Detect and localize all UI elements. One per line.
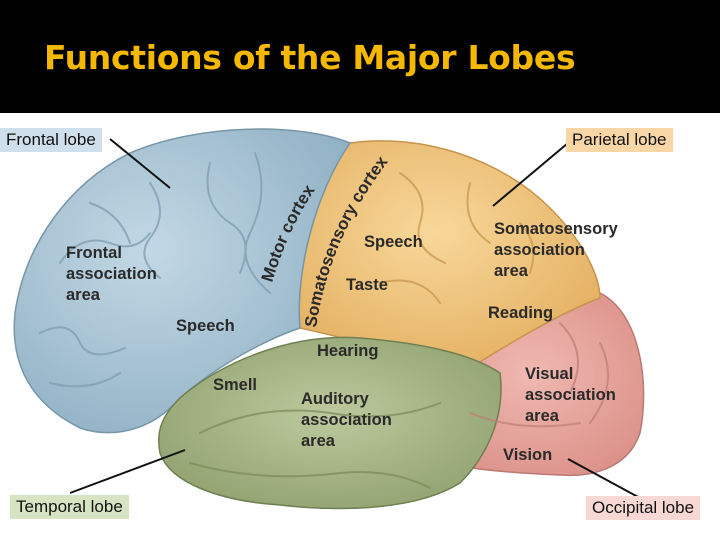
auditory-association-line-3: area <box>301 432 335 450</box>
visual-association-area-label: Visual association area <box>525 364 616 427</box>
smell-label: Smell <box>213 376 258 394</box>
somatosensory-association-line-3: area <box>494 262 528 280</box>
frontal-lobe-label: Frontal lobe <box>0 128 102 152</box>
reading-label: Reading <box>488 304 554 322</box>
frontal-association-area-label: Frontal association area <box>66 243 157 306</box>
pointer-lines <box>69 138 641 499</box>
temporal-lobe <box>158 336 502 510</box>
frontal-association-line-2: association <box>66 265 157 283</box>
frontal-pointer-line <box>109 138 171 189</box>
temporal-pointer-line <box>69 449 186 494</box>
somatosensory-association-area-label: Somatosensory association area <box>494 219 618 282</box>
visual-association-line-2: association <box>525 386 616 404</box>
frontal-lobe <box>13 128 352 434</box>
parietal-lobe-label: Parietal lobe <box>566 128 673 152</box>
brain-illustration: Motor cortex Somatosensory cortex <box>13 128 645 510</box>
brain-diagram: Motor cortex Somatosensory cortex Fronta… <box>0 113 720 540</box>
somatosensory-association-line-2: association <box>494 241 585 259</box>
visual-association-line-1: Visual <box>525 365 574 383</box>
occipital-lobe-label: Occipital lobe <box>586 496 701 520</box>
slide-header: Functions of the Major Lobes <box>0 0 720 113</box>
auditory-association-area-label: Auditory association area <box>301 389 392 452</box>
temporal-lobe-label: Temporal lobe <box>10 495 129 519</box>
slide-title: Functions of the Major Lobes <box>44 38 576 77</box>
brain-folds <box>39 152 609 489</box>
occipital-pointer-line <box>567 458 641 499</box>
auditory-association-line-2: association <box>301 411 392 429</box>
taste-label: Taste <box>346 276 388 294</box>
frontal-association-line-3: area <box>66 286 100 304</box>
somatosensory-association-line-1: Somatosensory <box>494 220 618 238</box>
auditory-association-line-1: Auditory <box>301 390 369 408</box>
vision-label: Vision <box>503 446 553 464</box>
visual-association-line-3: area <box>525 407 559 425</box>
speech-frontal-label: Speech <box>176 317 235 335</box>
frontal-association-line-1: Frontal <box>66 244 122 262</box>
hearing-label: Hearing <box>317 342 379 360</box>
speech-parietal-label: Speech <box>364 233 423 251</box>
parietal-pointer-line <box>492 142 569 207</box>
